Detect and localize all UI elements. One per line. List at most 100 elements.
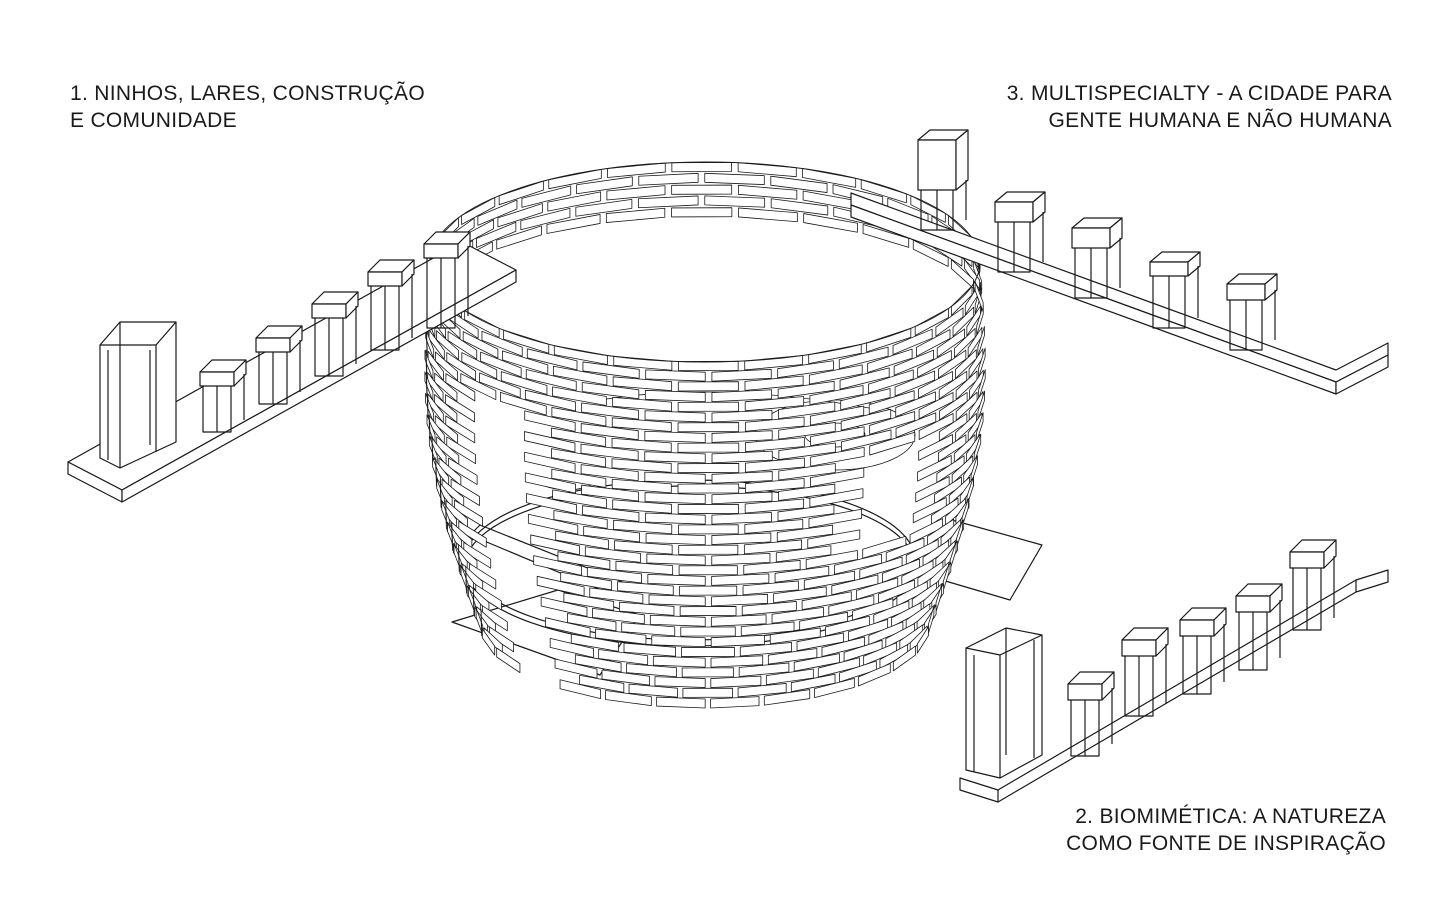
- timber-slat: [896, 413, 936, 438]
- display-posts-section-2: [1068, 540, 1336, 756]
- timber-slat: [775, 566, 829, 582]
- timber-slat: [465, 311, 500, 338]
- timber-slat: [774, 587, 827, 603]
- timber-slat: [712, 431, 772, 443]
- timber-slat: [712, 574, 769, 586]
- timber-slat: [745, 499, 803, 513]
- timber-slat: [645, 513, 705, 524]
- timber-slat: [461, 374, 496, 400]
- timber-slat: [426, 329, 434, 359]
- timber-slat: [583, 362, 639, 378]
- timber-slat: [525, 473, 575, 493]
- timber-slat: [622, 623, 675, 636]
- timber-slat: [678, 484, 739, 493]
- display-post: [1068, 672, 1114, 756]
- timber-slat: [527, 494, 577, 514]
- timber-slat: [740, 642, 791, 656]
- timber-slat: [553, 366, 607, 385]
- timber-slat: [954, 328, 975, 357]
- timber-slat: [678, 402, 738, 411]
- timber-slat: [919, 393, 953, 419]
- timber-slat: [800, 612, 848, 630]
- timber-slat: [739, 663, 789, 677]
- timber-slat: [672, 185, 732, 194]
- rail-section-3: [851, 193, 1388, 394]
- timber-slat: [481, 609, 482, 636]
- display-post: [1180, 608, 1226, 694]
- timber-slat: [712, 390, 772, 402]
- timber-slat: [645, 411, 705, 422]
- timber-slat: [681, 627, 735, 636]
- timber-slat: [545, 618, 590, 637]
- timber-slat: [553, 387, 607, 406]
- timber-slat: [832, 575, 878, 595]
- timber-slat: [550, 638, 593, 657]
- timber-slat: [602, 670, 649, 685]
- timber-slat: [650, 615, 705, 626]
- timber-slat: [647, 554, 705, 565]
- timber-slat: [779, 422, 836, 439]
- timber-slat: [606, 208, 664, 222]
- timber-slat: [806, 550, 857, 568]
- timber-slat: [446, 501, 447, 529]
- display-post: [424, 232, 470, 328]
- section-1-label-line-2: E COMUNIDADE: [70, 109, 237, 132]
- timber-slat: [613, 520, 671, 534]
- timber-slat: [711, 635, 764, 646]
- timber-slat: [778, 484, 834, 500]
- timber-slat: [869, 370, 914, 393]
- timber-slat: [964, 259, 979, 289]
- timber-slat: [501, 372, 547, 395]
- timber-slat: [915, 308, 948, 335]
- timber-slat: [584, 526, 640, 542]
- timber-slat: [768, 648, 817, 664]
- timber-slat: [678, 423, 739, 432]
- display-posts-section-3: [918, 130, 1277, 350]
- timber-slat: [678, 443, 739, 452]
- timber-slat: [612, 418, 671, 432]
- timber-slat: [778, 361, 834, 378]
- timber-slat: [916, 329, 950, 356]
- timber-slat: [938, 350, 965, 378]
- timber-slat: [528, 514, 577, 534]
- timber-slat: [712, 512, 772, 524]
- timber-slat: [834, 554, 881, 574]
- timber-slat: [918, 350, 952, 377]
- timber-slat: [618, 582, 674, 595]
- timber-slat: [841, 430, 891, 451]
- timber-slat: [739, 208, 798, 222]
- timber-slat: [913, 240, 948, 266]
- timber-slat: [867, 328, 911, 352]
- timber-slat: [549, 169, 602, 188]
- timber-slat: [810, 468, 863, 487]
- timber-slat: [745, 376, 803, 390]
- timber-slat: [655, 677, 705, 688]
- timber-slat: [482, 331, 522, 356]
- timber-slat: [459, 544, 460, 572]
- timber-slat: [778, 402, 834, 419]
- timber-slat: [595, 629, 645, 644]
- display-post: [368, 260, 414, 350]
- timber-slat: [612, 438, 671, 452]
- section-3-label-line-1: 3. MULTISPECIALTY - A CIDADE PARA: [1006, 82, 1392, 105]
- timber-slat: [615, 541, 673, 554]
- timber-slat: [841, 409, 891, 430]
- timber-slat: [587, 567, 641, 583]
- timber-slat: [582, 506, 638, 522]
- timber-slat: [858, 664, 890, 686]
- timber-slat: [678, 525, 738, 534]
- timber-slat: [577, 177, 633, 194]
- timber-slat: [620, 602, 674, 615]
- timber-slat: [841, 389, 890, 410]
- timber-slat: [607, 163, 665, 177]
- timber-slat: [779, 443, 836, 460]
- display-post: [1150, 252, 1200, 328]
- timber-slat: [626, 664, 676, 677]
- display-post: [200, 360, 246, 432]
- timber-slat: [682, 668, 733, 677]
- timber-slat: [481, 352, 522, 377]
- timber-slat: [551, 449, 605, 467]
- timber-slat: [953, 307, 974, 336]
- timber-slat: [581, 465, 638, 481]
- timber-slat: [744, 540, 801, 554]
